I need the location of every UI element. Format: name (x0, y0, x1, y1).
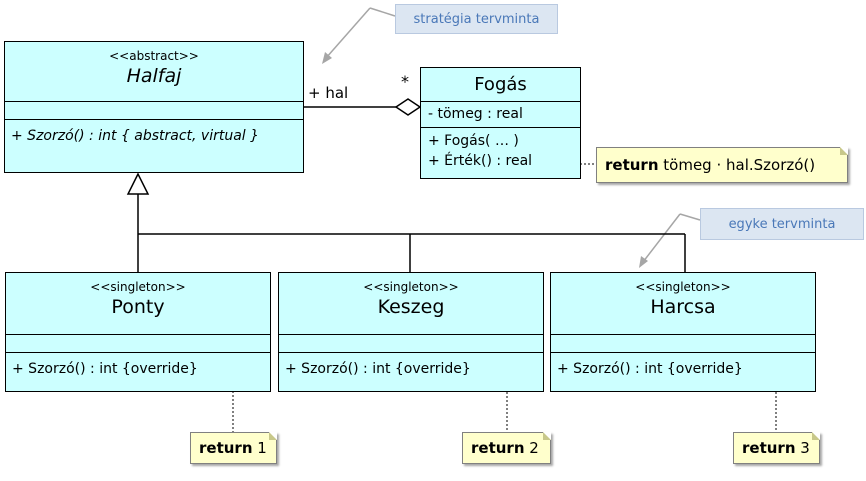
note-ponty-keyword: return (199, 439, 253, 457)
note-ponty-return: return 1 (190, 432, 277, 464)
note-keszeg-return: return 2 (462, 432, 551, 464)
strategy-callout-arrowhead (322, 52, 332, 64)
strategy-pattern-callout: stratégia tervminta (395, 4, 558, 34)
note-harcsa-keyword: return (742, 439, 796, 457)
class-ponty-attributes (6, 335, 270, 353)
class-keszeg-stereotype: <<singleton>> (363, 280, 459, 294)
singleton-callout-pointer (679, 213, 701, 221)
class-harcsa-operation: + Szorzó() : int {override} (557, 361, 743, 377)
note-ponty-text: 1 (257, 439, 267, 457)
class-fogas-name: Fogás (474, 74, 527, 95)
association-role-label: + hal (308, 84, 349, 102)
class-keszeg-name: Keszeg (377, 296, 445, 318)
class-fogas-header: Fogás (421, 68, 580, 102)
strategy-callout-pointer (369, 7, 396, 17)
class-harcsa-stereotype: <<singleton>> (635, 280, 731, 294)
class-halfaj-stereotype: <<abstract>> (109, 49, 199, 63)
class-halfaj-attributes (5, 102, 303, 120)
class-keszeg-attributes (279, 335, 543, 353)
note-harcsa-return: return 3 (733, 432, 820, 464)
class-keszeg-operation: + Szorzó() : int {override} (285, 361, 471, 377)
note-ertek-text: tömeg · hal.Szorzó() (663, 156, 816, 174)
class-keszeg-header: <<singleton>> Keszeg (279, 273, 543, 335)
association-multiplicity-label: * (401, 72, 409, 91)
class-fogas-operation-ertek: + Érték() : real (428, 153, 533, 169)
class-halfaj-header: <<abstract>> Halfaj (5, 42, 303, 102)
class-harcsa[interactable]: <<singleton>> Harcsa + Szorzó() : int {o… (550, 272, 816, 392)
note-harcsa-text: 3 (800, 439, 810, 457)
note-keszeg-keyword: return (471, 439, 525, 457)
aggregation-diamond (394, 98, 422, 116)
class-ponty-stereotype: <<singleton>> (90, 280, 186, 294)
class-ponty-name: Ponty (111, 296, 165, 318)
class-fogas-operation-constructor: + Fogás( … ) (428, 133, 519, 149)
singleton-pattern-callout: egyke tervminta (700, 208, 864, 240)
generalization-triangle (126, 172, 150, 195)
singleton-callout-pointer-tail (642, 213, 681, 263)
note-ertek-keyword: return (605, 156, 659, 174)
note-keszeg-text: 2 (529, 439, 539, 457)
class-halfaj-operation: + Szorzó() : int { abstract, virtual } (11, 128, 260, 144)
class-ponty-header: <<singleton>> Ponty (6, 273, 270, 335)
singleton-callout-arrowhead (639, 256, 648, 268)
class-fogas-attribute: - tömeg : real (421, 102, 580, 128)
class-halfaj[interactable]: <<abstract>> Halfaj + Szorzó() : int { a… (4, 41, 304, 173)
class-fogas[interactable]: Fogás - tömeg : real + Fogás( … ) + Érté… (420, 67, 581, 179)
note-ertek-return: return tömeg · hal.Szorzó() (596, 147, 848, 183)
class-harcsa-name: Harcsa (650, 296, 716, 318)
strategy-callout-pointer-tail (325, 7, 371, 59)
class-harcsa-attributes (551, 335, 815, 353)
class-harcsa-header: <<singleton>> Harcsa (551, 273, 815, 335)
class-keszeg[interactable]: <<singleton>> Keszeg + Szorzó() : int {o… (278, 272, 544, 392)
class-ponty[interactable]: <<singleton>> Ponty + Szorzó() : int {ov… (5, 272, 271, 392)
class-halfaj-name: Halfaj (126, 65, 182, 87)
class-ponty-operation: + Szorzó() : int {override} (12, 361, 198, 377)
class-fogas-operations: + Fogás( … ) + Érték() : real (421, 128, 580, 174)
